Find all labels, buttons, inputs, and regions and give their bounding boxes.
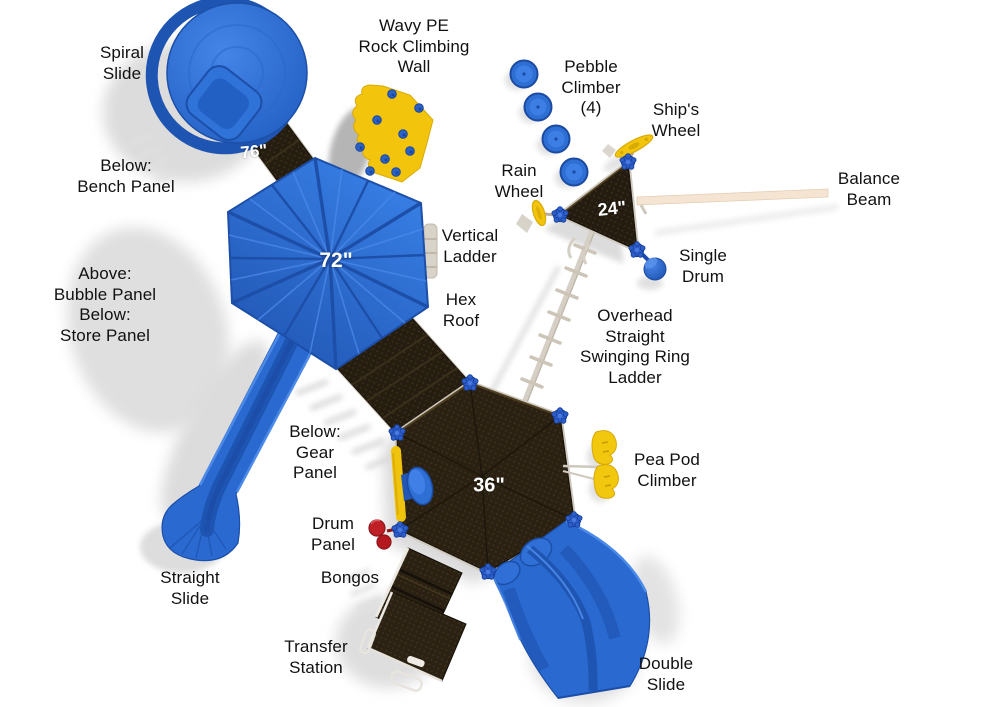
bench-shadow-slats [130,134,178,182]
label-balance-beam: Balance Beam [837,169,901,209]
label-drum-panel: Drum Panel [311,514,355,554]
dimension-hex-roof: 72" [319,249,353,272]
label-ships-wheel: Ship's Wheel [651,100,701,140]
label-rain-wheel: Rain Wheel [494,161,544,201]
transfer-shadow-slats [344,569,382,610]
rain-wheel [516,199,557,233]
label-pebble-climber: Pebble Climber (4) [561,57,621,118]
label-spiral-slide: Spiral Slide [99,43,145,83]
rock-holds [355,89,424,177]
label-wavy-wall: Wavy PE Rock Climbing Wall [358,16,470,77]
pea-pod-climber [562,430,619,499]
balance-beam [636,188,829,215]
gear-panel-bar [391,446,434,522]
label-vertical-ladder: Vertical Ladder [441,226,499,266]
label-single-drum: Single Drum [679,246,727,286]
label-bubble-store: Above: Bubble Panel Below: Store Panel [53,264,157,346]
triangle-deck-24 [555,158,640,255]
straight-slide [161,325,317,562]
handrail-loop [390,670,423,692]
dimension-main-deck: 36" [473,474,505,497]
spiral-slide [145,0,308,155]
transfer-station [359,547,467,692]
label-bongos: Bongos [320,568,380,587]
label-pea-pod: Pea Pod Climber [634,450,700,490]
label-straight-slide: Straight Slide [160,568,220,608]
double-slide [491,519,651,699]
overhead-ring-ladder [520,229,597,407]
label-double-slide: Double Slide [638,654,694,694]
label-gear-panel: Below: Gear Panel [289,422,341,483]
label-transfer-station: Transfer Station [284,637,348,677]
label-hex-roof: Hex Roof [442,290,480,330]
pebble-climber [509,59,589,187]
hex-roof [226,156,430,371]
dimension-triangle-deck: 24" [596,197,628,220]
dimension-bridge: 76" [239,140,269,163]
label-below-bench: Below: Bench Panel [77,156,175,196]
handrail-loop [359,628,376,655]
label-ring-ladder: Overhead Straight Swinging Ring Ladder [580,306,690,388]
wavy-rock-climbing-wall [352,84,434,183]
